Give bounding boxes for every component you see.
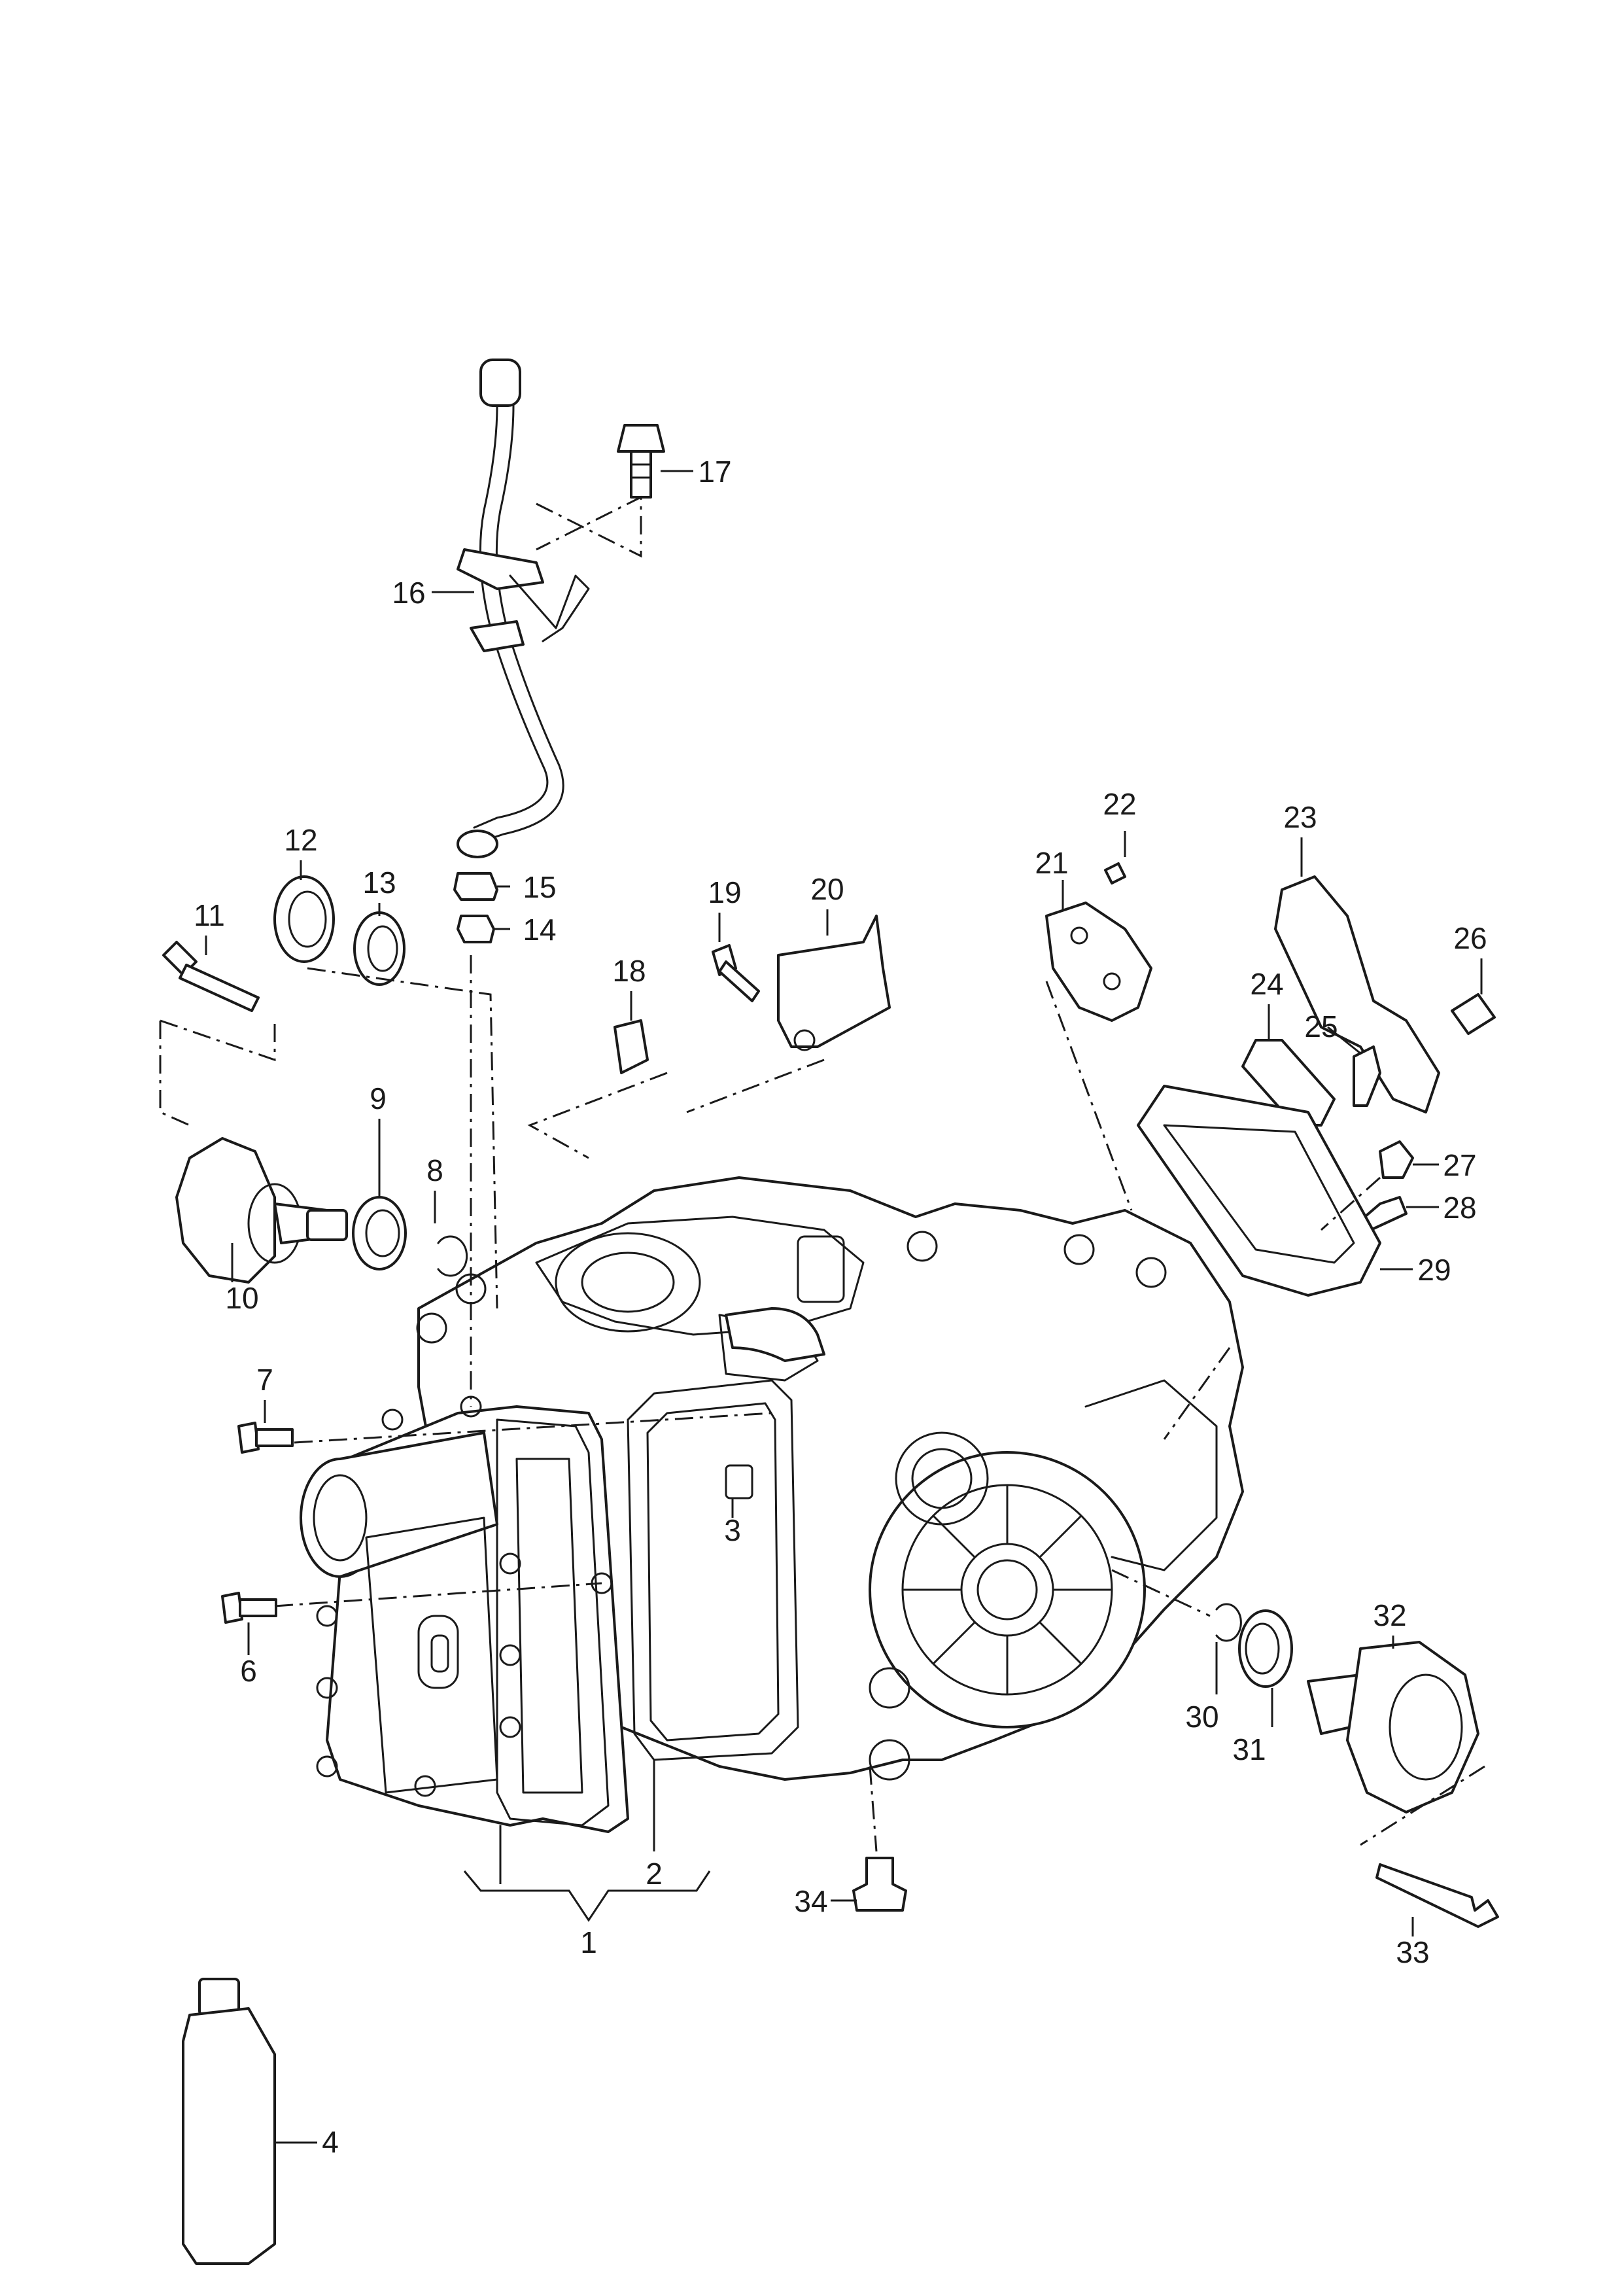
circlip-30 [1215,1603,1242,1642]
callout-8: 8 [426,1153,443,1187]
flange-32 [1307,1641,1479,1813]
callout-20: 20 [810,872,844,906]
callout-18: 18 [612,954,646,988]
callout-9: 9 [370,1081,387,1115]
drain-plug-34 [852,1857,907,1912]
bolt-11 [162,941,260,1012]
housing-ribs [901,1484,1113,1696]
bolt-33 [1375,1863,1499,1928]
callout-29: 29 [1417,1253,1451,1287]
bolt-17 [617,424,665,499]
bolt-7 [237,1422,294,1454]
callout-12: 12 [284,823,317,857]
cover-29 [1137,1085,1381,1297]
gearbox-housing [416,1176,1244,1781]
callout-11: 11 [194,898,225,932]
seal-13 [353,911,406,986]
sensor-21 [1045,902,1152,1022]
oil-bottle-4 [182,1978,276,2265]
mechatronic-bolts [316,1395,613,1797]
bolt-26 [1451,993,1496,1035]
flange-shaft-10 [175,1137,348,1284]
callout-32: 32 [1373,1598,1406,1632]
callout-3: 3 [724,1513,741,1547]
callout-26: 26 [1453,921,1487,955]
nut-27 [1379,1140,1414,1179]
screw-25 [1353,1045,1381,1107]
seal-12 [273,875,335,963]
plug-15 [453,872,498,901]
bolt-19 [712,944,760,1002]
callout-13: 13 [362,866,396,900]
callout-19: 19 [708,875,741,909]
callout-28: 28 [1443,1191,1476,1225]
callout-labels: 1 2 3 4 6 7 8 9 10 11 12 13 14 15 16 17 … [194,455,1487,2159]
callout-4: 4 [322,2125,339,2159]
callout-16: 16 [392,576,425,610]
callout-14: 14 [523,913,556,947]
bracket-23 [1274,875,1440,1113]
callout-34: 34 [794,1884,827,1918]
circlip-8 [437,1235,468,1277]
clip-18 [613,1019,649,1074]
callout-23: 23 [1283,800,1317,834]
heat-shield-20 [777,915,891,1051]
bolt-6 [221,1592,277,1624]
callout-15: 15 [523,870,556,904]
assembly-lines [159,495,1485,1852]
mechatronic-unit [300,1395,629,1833]
seal-31 [1238,1609,1293,1688]
callout-1: 1 [580,1925,597,1959]
seal-9 [352,1196,407,1270]
leader-lines [205,470,1483,2144]
callout-25: 25 [1304,1009,1338,1043]
plug-14 [457,915,495,943]
callout-6: 6 [240,1654,257,1688]
callout-21: 21 [1035,846,1068,880]
callout-17: 17 [698,455,731,489]
callout-22: 22 [1103,787,1136,821]
screw-22 [1104,862,1126,885]
callout-33: 33 [1396,1935,1429,1969]
callout-10: 10 [225,1281,258,1315]
plate-24 [1241,1039,1336,1127]
callout-31: 31 [1232,1732,1266,1766]
callout-2: 2 [646,1857,663,1891]
callout-30: 30 [1185,1700,1218,1734]
vent-hose [457,359,590,858]
callout-27: 27 [1443,1148,1476,1182]
callout-7: 7 [256,1363,273,1397]
callout-24: 24 [1250,967,1283,1001]
